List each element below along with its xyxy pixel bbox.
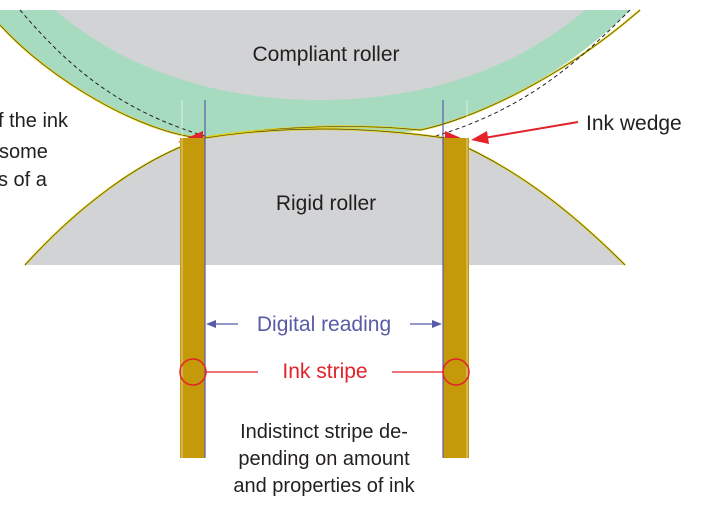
indistinct-note-line-1: Indistinct stripe de- — [240, 421, 408, 443]
ink-stripe-bar-right — [443, 138, 469, 458]
cropped-text-line-1: f the ink — [0, 110, 69, 132]
rigid-roller-body — [25, 129, 625, 265]
digital-reading-arrowhead-right — [432, 320, 442, 328]
rigid-roller-outline-inner — [24, 128, 626, 266]
indistinct-stripe-note: Indistinct stripe de- pending on amount … — [233, 421, 415, 497]
cropped-text-line-3: s of a — [0, 169, 48, 191]
cropped-text-line-2: some — [0, 141, 48, 163]
digital-reading-dimension: Digital reading — [206, 313, 442, 336]
ink-wedge-callout: Ink wedge — [471, 112, 682, 144]
compliant-roller — [0, 9, 641, 158]
ink-stripe-label: Ink stripe — [282, 360, 367, 383]
compliant-roller-outline-inner — [0, 9, 641, 139]
ink-wedge-label: Ink wedge — [586, 112, 682, 135]
ink-stripe-bar-left — [180, 138, 205, 458]
indistinct-note-line-3: and properties of ink — [233, 475, 415, 497]
rigid-roller — [24, 127, 626, 266]
digital-reading-arrowhead-left — [206, 320, 216, 328]
rigid-roller-label: Rigid roller — [276, 192, 376, 215]
digital-reading-label: Digital reading — [257, 313, 391, 336]
ink-wedge-arrow-line — [483, 121, 579, 139]
cropped-side-text: f the ink some s of a — [0, 110, 69, 191]
ink-wedge-arrowhead — [471, 131, 489, 144]
indistinct-note-line-2: pending on amount — [238, 448, 410, 470]
compliant-roller-core — [55, 10, 585, 100]
compliant-roller-label: Compliant roller — [252, 43, 399, 66]
ink-stripe-indicator: Ink stripe — [179, 358, 470, 386]
